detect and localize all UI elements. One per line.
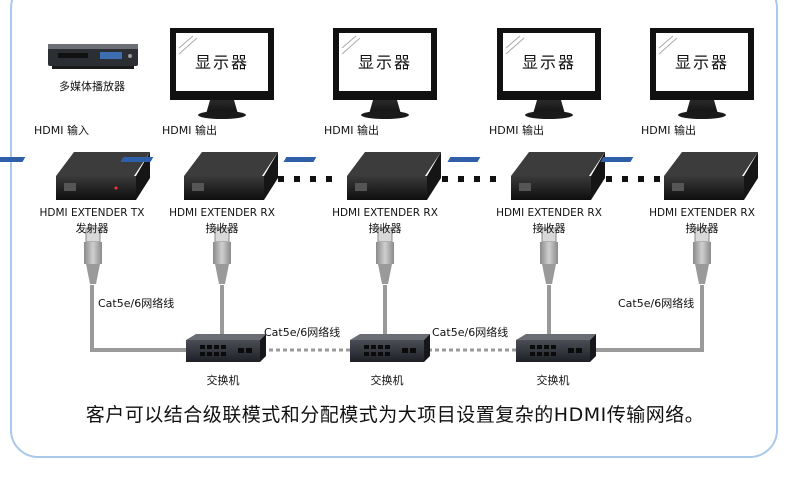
switch-label-1: 交换机 — [206, 374, 240, 387]
extender-tx-sub-label: 发射器 — [75, 222, 109, 235]
extender-rx-icon-1 — [120, 152, 278, 200]
switch-icon-1 — [186, 334, 266, 362]
hdmi-output-label-3: HDMI 输出 — [489, 124, 544, 137]
diagram-caption: 客户可以结合级联模式和分配模式为大项目设置复杂的HDMI传输网络。 — [85, 404, 705, 426]
extender-rx-sub-label-4: 接收器 — [685, 222, 719, 235]
cable-label-switch-link-2: Cat5e/6网络线 — [432, 326, 509, 339]
monitor-screen-text-4: 显示器 — [674, 53, 729, 72]
rj45-plug-icon-tx — [84, 227, 102, 284]
cable-label-left: Cat5e/6网络线 — [98, 297, 175, 310]
media-player-icon — [48, 44, 138, 69]
extender-rx-label-1: HDMI EXTENDER RX — [169, 207, 275, 219]
media-player-label: 多媒体播放器 — [59, 80, 125, 93]
hdmi-output-label-1: HDMI 输出 — [162, 124, 217, 137]
content-frame — [10, 0, 778, 458]
cascade-dots — [278, 176, 660, 182]
rj45-plug-icon-rx1 — [213, 227, 231, 284]
monitor-icon-2 — [333, 28, 437, 119]
rj45-plug-icon-rx3 — [540, 227, 558, 284]
monitor-icon-4 — [650, 28, 754, 119]
switch-label-3: 交换机 — [536, 374, 570, 387]
extender-rx-label-4: HDMI EXTENDER RX — [649, 207, 755, 219]
hdmi-input-label: HDMI 输入 — [34, 124, 89, 137]
extender-rx-icon-4 — [600, 152, 758, 200]
extender-rx-icon-2 — [283, 152, 441, 200]
rj45-plug-icon-rx2 — [376, 227, 394, 284]
cable-label-switch-link-1: Cat5e/6网络线 — [264, 326, 341, 339]
monitor-icon-3 — [497, 28, 601, 119]
extender-rx-sub-label-2: 接收器 — [368, 222, 402, 235]
extender-rx-sub-label-3: 接收器 — [532, 222, 566, 235]
switch-icon-2 — [350, 334, 430, 362]
hdmi-output-label-4: HDMI 输出 — [641, 124, 696, 137]
switch-icon-3 — [516, 334, 596, 362]
cable-label-right: Cat5e/6网络线 — [618, 297, 695, 310]
monitor-icon-1 — [170, 28, 274, 119]
hdmi-output-label-2: HDMI 输出 — [324, 124, 379, 137]
switch-label-2: 交换机 — [370, 374, 404, 387]
extender-rx-icon-3 — [447, 152, 605, 200]
rj45-plug-icon-rx4 — [693, 227, 711, 284]
monitor-screen-text-2: 显示器 — [357, 53, 412, 72]
extender-rx-label-2: HDMI EXTENDER RX — [332, 207, 438, 219]
extender-tx-label: HDMI EXTENDER TX — [39, 207, 145, 219]
extender-rx-sub-label-1: 接收器 — [205, 222, 239, 235]
monitor-screen-text-1: 显示器 — [194, 53, 249, 72]
monitor-screen-text-3: 显示器 — [521, 53, 576, 72]
extender-rx-label-3: HDMI EXTENDER RX — [496, 207, 602, 219]
cable-network — [90, 285, 704, 352]
